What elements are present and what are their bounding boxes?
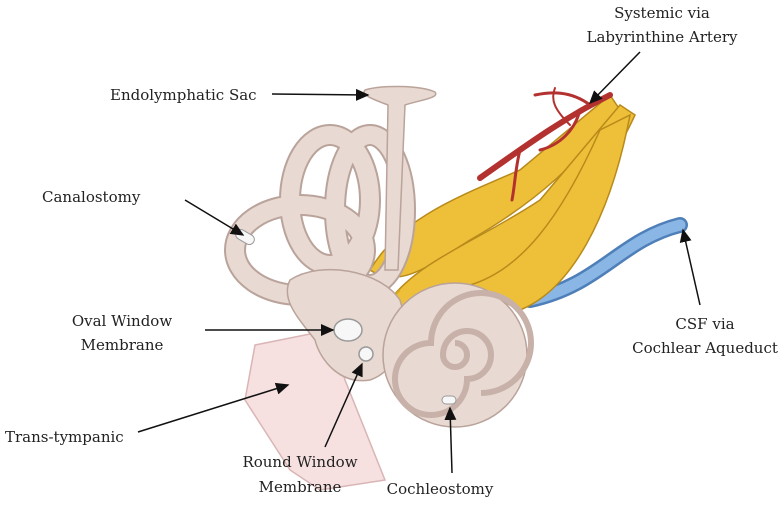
endolymphatic-sac — [363, 85, 437, 271]
arrow-cochleostomy — [444, 406, 457, 474]
label-cochleostomy: Cochleostomy — [387, 480, 494, 498]
label-systemic-2: Labyrinthine Artery — [587, 28, 738, 46]
label-oval-1: Oval Window — [72, 312, 173, 330]
arrow-canalostomy — [184, 199, 245, 236]
label-endolymphatic: Endolymphatic Sac — [110, 86, 257, 104]
oval-window — [333, 318, 363, 342]
cochlea — [382, 282, 534, 428]
arrow-csf — [679, 228, 701, 306]
arrow-transtympanic — [137, 382, 290, 433]
arrow-round-window — [324, 362, 363, 448]
arrow-endolymphatic — [271, 88, 370, 101]
label-round-2: Membrane — [259, 478, 342, 496]
label-systemic-1: Systemic via — [614, 4, 710, 22]
label-round-1: Round Window — [242, 453, 357, 471]
label-csf-2: Cochlear Aqueduct — [632, 339, 778, 357]
round-window — [358, 346, 374, 362]
arrows — [137, 51, 701, 474]
label-oval-2: Membrane — [81, 336, 164, 354]
label-csf-1: CSF via — [675, 315, 734, 333]
cochleostomy-hole — [441, 395, 457, 405]
label-canalostomy: Canalostomy — [42, 188, 141, 206]
label-transtympanic: Trans-tympanic — [5, 428, 124, 446]
arrow-systemic — [588, 51, 641, 105]
